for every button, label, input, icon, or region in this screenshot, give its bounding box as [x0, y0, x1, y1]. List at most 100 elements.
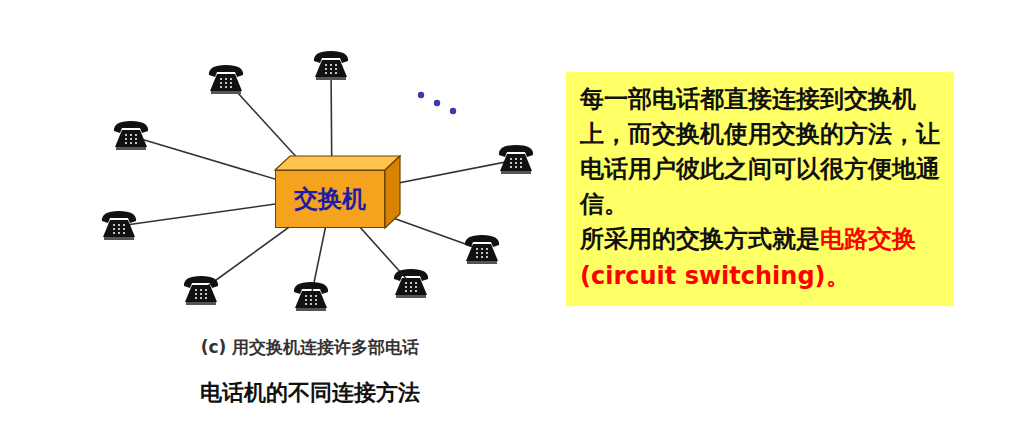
key [325, 64, 327, 66]
figure-title: 电话机的不同连接方法 [100, 378, 520, 408]
phone-wires [119, 66, 516, 297]
telephone-icon [209, 65, 243, 94]
telephone-icon [314, 51, 348, 80]
phone-foot [316, 77, 346, 80]
key [515, 166, 517, 168]
key [315, 303, 317, 305]
key [205, 293, 207, 295]
key [330, 72, 332, 74]
phone-foot [186, 302, 216, 305]
note-box: 每一部电话都直接连接到交换机上，而交换机使用交换的方法，让电话用户彼此之间可以很… [566, 72, 954, 306]
phone-base [115, 130, 147, 147]
key [315, 299, 317, 301]
telephones [102, 51, 533, 311]
key [330, 68, 332, 70]
key [510, 166, 512, 168]
telephone-icon [465, 235, 499, 264]
phone-foot [116, 147, 146, 150]
key [195, 289, 197, 291]
key [405, 286, 407, 288]
key [486, 252, 488, 254]
key [125, 138, 127, 140]
key [113, 232, 115, 234]
key [486, 248, 488, 250]
key [486, 256, 488, 258]
key [325, 72, 327, 74]
phone-foot [296, 308, 326, 311]
key [476, 256, 478, 258]
telephone-icon [102, 211, 136, 240]
key [195, 293, 197, 295]
key [515, 162, 517, 164]
key [113, 224, 115, 226]
key [195, 297, 197, 299]
key [335, 64, 337, 66]
key [225, 82, 227, 84]
node-text: 每一部电话都直接连接到交换机上，而交换机使用交换的方法，让电话用户彼此之间可以很… [580, 82, 940, 222]
key [410, 286, 412, 288]
node-text: 所采用的交换方式就是 [580, 225, 820, 253]
key [310, 299, 312, 301]
key [125, 142, 127, 144]
switch-box-3d [275, 156, 400, 228]
key [205, 289, 207, 291]
key [200, 297, 202, 299]
key [410, 282, 412, 284]
key [305, 295, 307, 297]
key [476, 248, 478, 250]
key [520, 158, 522, 160]
key [230, 86, 232, 88]
phone-base [315, 60, 347, 77]
key [118, 232, 120, 234]
key [123, 228, 125, 230]
key [118, 228, 120, 230]
figure-caption: (c) 用交换机连接许多部电话 [100, 336, 520, 359]
key [520, 162, 522, 164]
key [130, 142, 132, 144]
telephone-icon [184, 276, 218, 305]
telephone-icon [114, 121, 148, 150]
key [205, 297, 207, 299]
telephone-icon [499, 145, 533, 174]
key [220, 82, 222, 84]
key [310, 303, 312, 305]
dot [418, 92, 424, 98]
key [415, 282, 417, 284]
note-paragraph: 所采用的交换方式就是电路交换 (circuit switching)。 [580, 222, 940, 296]
key [230, 78, 232, 80]
key [481, 256, 483, 258]
key [305, 299, 307, 301]
key [220, 78, 222, 80]
key [200, 289, 202, 291]
phone-base [395, 278, 427, 295]
key [135, 138, 137, 140]
key [481, 248, 483, 250]
box-side-face [385, 156, 400, 228]
key [200, 293, 202, 295]
key [220, 86, 222, 88]
key [123, 232, 125, 234]
key [510, 162, 512, 164]
key [330, 64, 332, 66]
key [481, 252, 483, 254]
key [310, 295, 312, 297]
key [335, 68, 337, 70]
phone-base [295, 291, 327, 308]
key [135, 142, 137, 144]
key [225, 86, 227, 88]
phone-base [500, 154, 532, 171]
key [125, 134, 127, 136]
key [405, 290, 407, 292]
key [325, 68, 327, 70]
key [405, 282, 407, 284]
key [410, 290, 412, 292]
key [315, 295, 317, 297]
key [520, 166, 522, 168]
key [305, 303, 307, 305]
ellipsis-dots [418, 92, 456, 114]
key [415, 290, 417, 292]
key [113, 228, 115, 230]
key [130, 134, 132, 136]
key [510, 158, 512, 160]
